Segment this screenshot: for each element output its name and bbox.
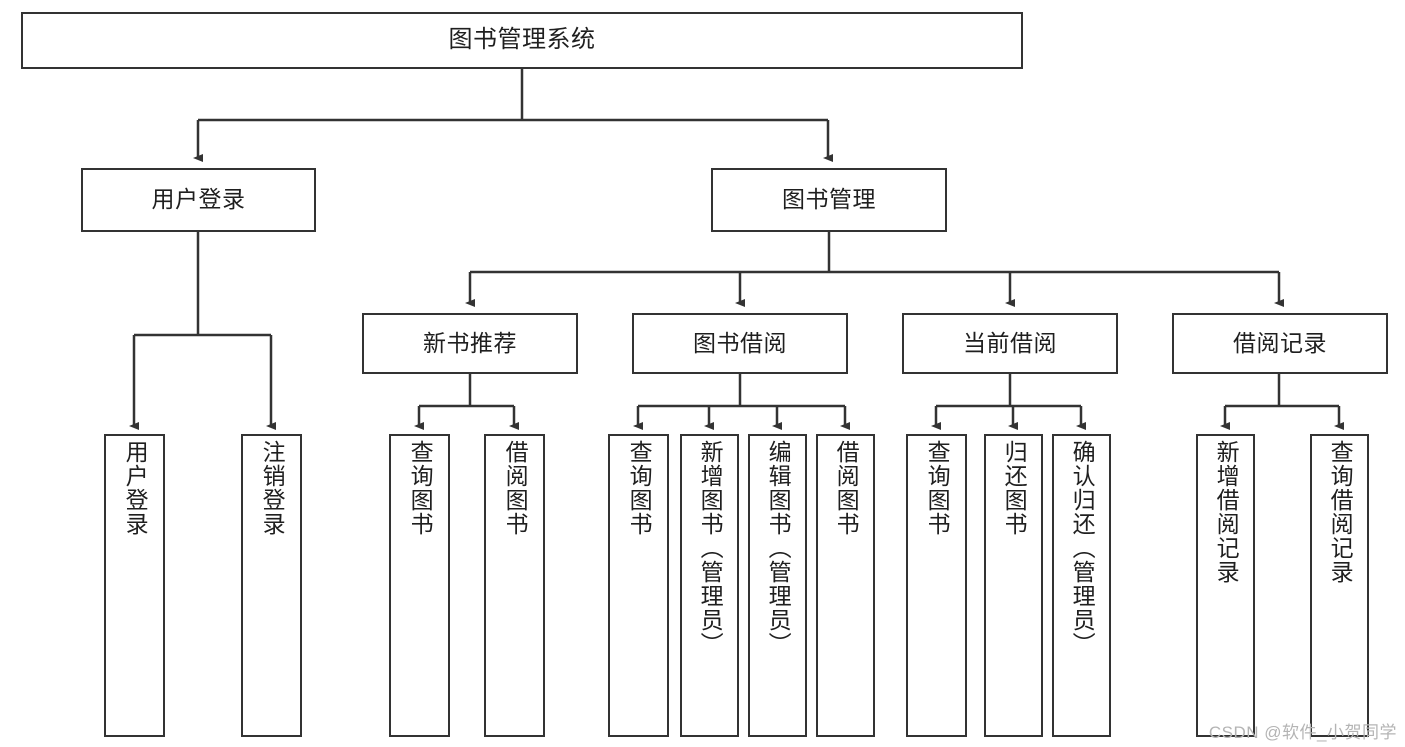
- leaf-borrow-record-2[interactable]: 查询借阅记录: [1310, 434, 1369, 737]
- node-borrow-record-label: 借阅记录: [1233, 329, 1327, 356]
- leaf-user-login-2[interactable]: 注销登录: [241, 434, 302, 737]
- leaf-borrow-record-1[interactable]: 新增借阅记录: [1196, 434, 1255, 737]
- leaf-new-book-1[interactable]: 查询图书: [389, 434, 450, 737]
- node-root-label: 图书管理系统: [448, 26, 596, 54]
- node-book-borrow-label: 图书借阅: [693, 329, 787, 356]
- node-book-borrow[interactable]: 图书借阅: [632, 313, 848, 374]
- leaf-book-borrow-2[interactable]: 新增图书（管理员）: [680, 434, 739, 737]
- leaf-label: 归还图书: [1001, 440, 1028, 536]
- node-user-login[interactable]: 用户登录: [81, 168, 316, 232]
- leaf-label: 编辑图书（管理员）: [765, 440, 792, 656]
- leaf-current-borrow-3[interactable]: 确认归还（管理员）: [1052, 434, 1111, 737]
- leaf-label: 借阅图书: [833, 440, 860, 536]
- leaf-label: 注销登录: [259, 440, 286, 536]
- node-current-borrow[interactable]: 当前借阅: [902, 313, 1118, 374]
- leaf-label: 查询图书: [924, 440, 951, 536]
- node-new-book-recommend-label: 新书推荐: [423, 329, 517, 356]
- node-book-manage[interactable]: 图书管理: [711, 168, 947, 232]
- leaf-label: 查询图书: [626, 440, 653, 536]
- node-borrow-record[interactable]: 借阅记录: [1172, 313, 1388, 374]
- leaf-label: 查询借阅记录: [1327, 440, 1354, 584]
- leaf-label: 查询图书: [407, 440, 434, 536]
- leaf-label: 新增借阅记录: [1213, 440, 1240, 584]
- leaf-label: 确认归还（管理员）: [1069, 440, 1096, 656]
- leaf-book-borrow-1[interactable]: 查询图书: [608, 434, 669, 737]
- leaf-label: 新增图书（管理员）: [697, 440, 724, 656]
- leaf-new-book-2[interactable]: 借阅图书: [484, 434, 545, 737]
- leaf-current-borrow-1[interactable]: 查询图书: [906, 434, 967, 737]
- leaf-label: 用户登录: [122, 440, 149, 536]
- node-user-login-label: 用户登录: [151, 186, 246, 213]
- watermark-credit: CSDN @软件_小贺同学: [1208, 723, 1397, 742]
- leaf-book-borrow-4[interactable]: 借阅图书: [816, 434, 875, 737]
- node-book-manage-label: 图书管理: [782, 186, 876, 213]
- node-current-borrow-label: 当前借阅: [963, 329, 1057, 356]
- leaf-label: 借阅图书: [502, 440, 529, 536]
- node-root-system[interactable]: 图书管理系统: [21, 12, 1023, 69]
- leaf-current-borrow-2[interactable]: 归还图书: [984, 434, 1043, 737]
- leaf-book-borrow-3[interactable]: 编辑图书（管理员）: [748, 434, 807, 737]
- leaf-user-login-1[interactable]: 用户登录: [104, 434, 165, 737]
- node-new-book-recommend[interactable]: 新书推荐: [362, 313, 578, 374]
